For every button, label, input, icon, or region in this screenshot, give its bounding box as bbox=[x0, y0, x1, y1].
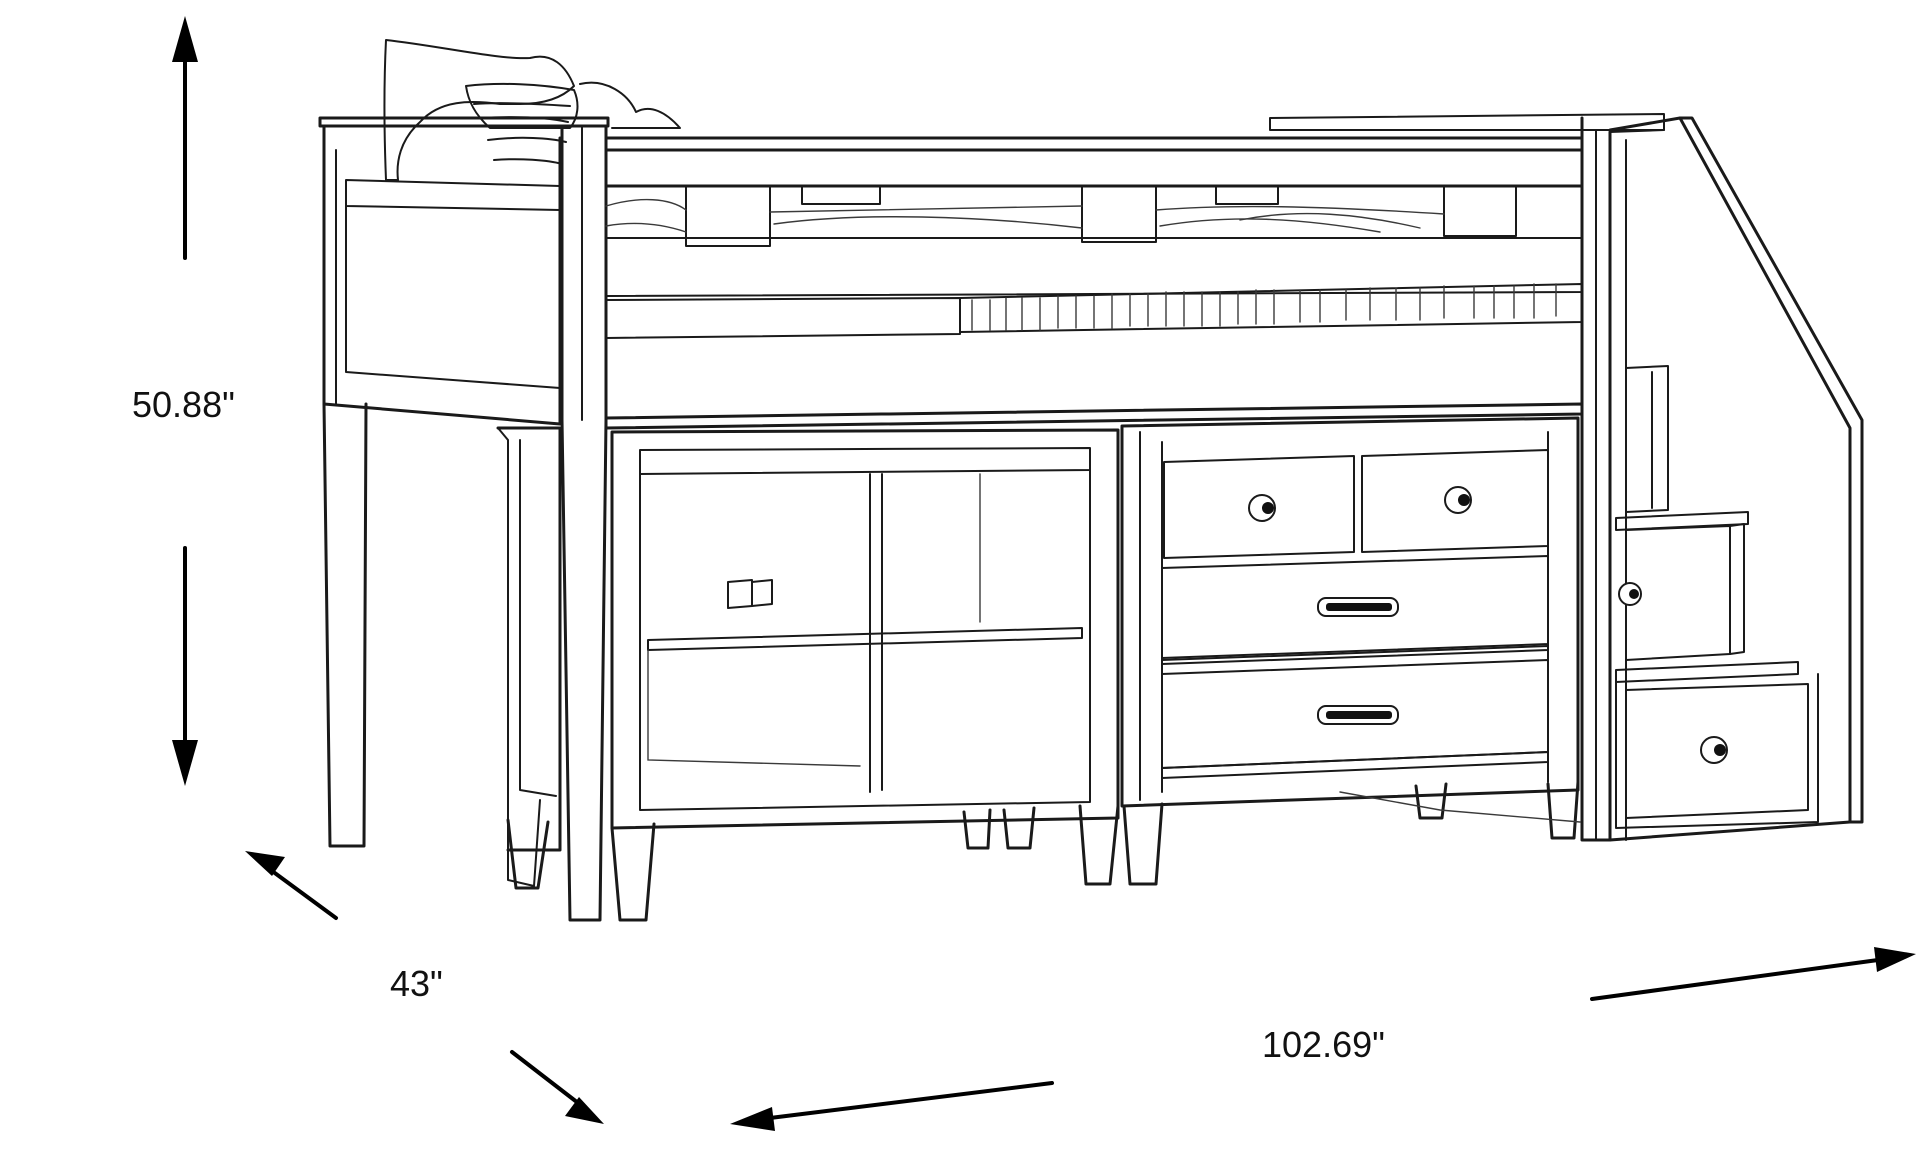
dresser-drawer-middle bbox=[1161, 555, 1549, 659]
cubby-bookcase bbox=[610, 428, 1120, 922]
height-arrow bbox=[172, 16, 198, 786]
depth-arrow bbox=[245, 851, 604, 1124]
depth-dimension-label: 43" bbox=[390, 963, 443, 1004]
width-arrow bbox=[730, 947, 1916, 1131]
side-cabinet bbox=[496, 426, 562, 890]
dresser-drawer-top-right bbox=[1361, 449, 1549, 553]
staircase bbox=[1608, 116, 1864, 842]
dresser bbox=[1120, 416, 1581, 886]
height-dimension-label: 50.88" bbox=[132, 384, 235, 425]
dresser-drawer-top-left bbox=[1163, 455, 1355, 559]
pillows bbox=[383, 39, 681, 181]
bed-frame bbox=[318, 113, 1665, 922]
width-dimension-label: 102.69" bbox=[1262, 1024, 1385, 1065]
